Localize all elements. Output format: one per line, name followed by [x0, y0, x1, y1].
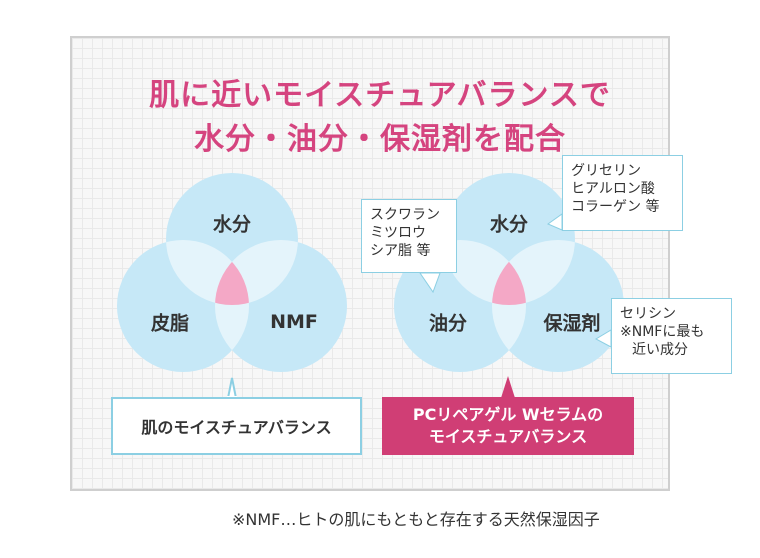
callout-line: 近い成分 — [632, 342, 688, 358]
callout-line: ヒアルロン酸 — [571, 181, 655, 197]
product-oil-label: 油分 — [428, 312, 468, 335]
oil-callout-tail — [419, 272, 441, 294]
skin-caption-pointer — [226, 377, 238, 399]
product-caption-pointer — [501, 376, 515, 398]
product-caption-line-2: モイスチュアバランス — [428, 427, 588, 446]
page-title-line-2: 水分・油分・保湿剤を配合 — [194, 122, 566, 157]
product-humectant-label: 保湿剤 — [543, 312, 601, 335]
product-water-label: 水分 — [489, 213, 529, 236]
callout-line: コラーゲン 等 — [571, 199, 660, 215]
product-balance-caption: PCリペアゲル Wセラムの モイスチュアバランス — [382, 397, 634, 455]
callout-line: セリシン — [620, 306, 676, 322]
skin-balance-caption: 肌のモイスチュアバランス — [111, 397, 362, 455]
product-caption-line-1: PCリペアゲル Wセラムの — [412, 405, 604, 424]
page-title-line-1: 肌に近いモイスチュアバランスで — [149, 78, 611, 113]
water-ingredients-callout: グリセリン ヒアルロン酸 コラーゲン 等 — [562, 155, 683, 231]
skin-nmf-label: NMF — [270, 311, 318, 333]
callout-line: ミツロウ — [370, 225, 426, 241]
callout-line: シア脂 等 — [370, 243, 431, 259]
skin-sebum-label: 皮脂 — [150, 312, 190, 335]
callout-line: スクワラン — [370, 207, 440, 223]
oil-ingredients-callout: スクワラン ミツロウ シア脂 等 — [361, 199, 457, 273]
humectant-ingredients-callout: セリシン ※NMFに最も 近い成分 — [611, 298, 732, 374]
callout-line: グリセリン — [571, 163, 641, 179]
product-venn — [394, 173, 624, 372]
nmf-footnote: ※NMF…ヒトの肌にもともと存在する天然保湿因子 — [232, 510, 600, 529]
skin-water-label: 水分 — [212, 213, 252, 236]
skin-venn — [117, 173, 347, 372]
callout-line: ※NMFに最も — [620, 324, 705, 340]
